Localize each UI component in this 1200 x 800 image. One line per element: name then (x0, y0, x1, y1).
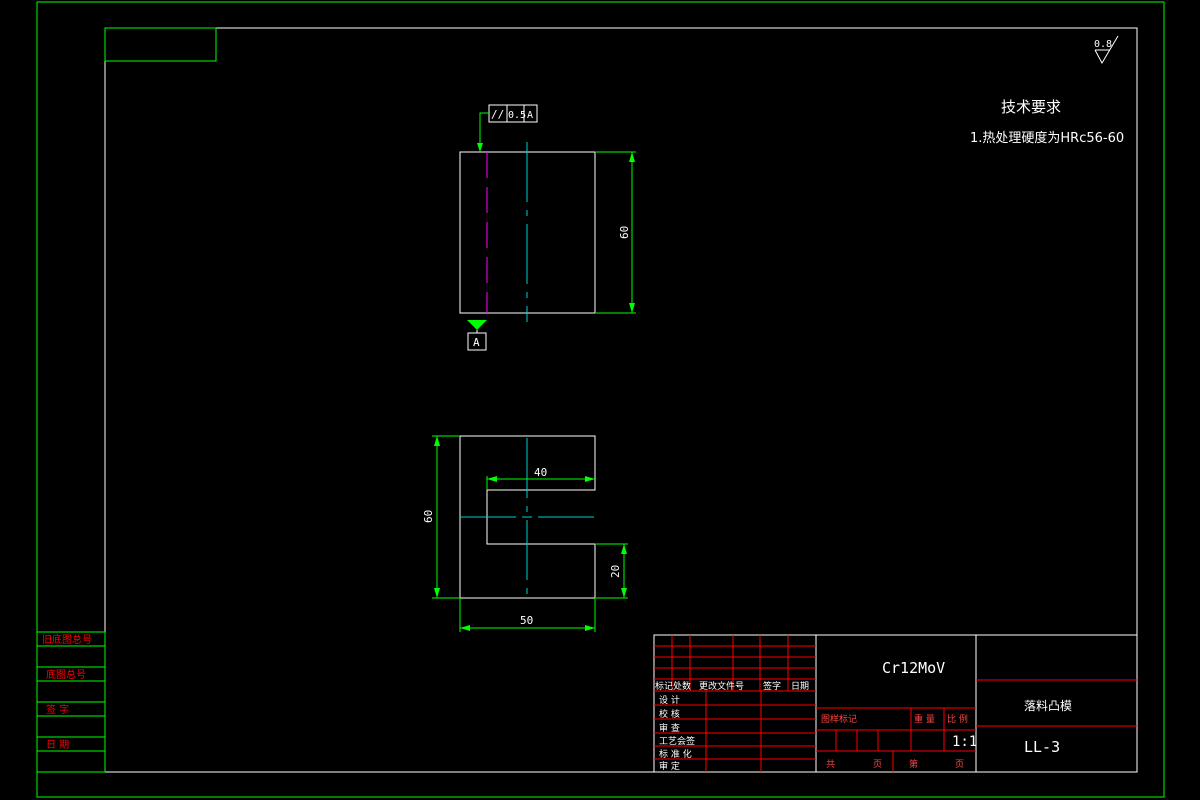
revision-header-count: 处数 (673, 680, 691, 692)
left-strip-master-number: 底图总号 (46, 668, 86, 681)
outer-border (36, 1, 1165, 798)
role-standard: 标 准 化 (659, 748, 692, 760)
front-height-dim: 60 (422, 510, 435, 523)
inner-frame (104, 27, 1138, 773)
slot-width-dim: 40 (534, 466, 547, 479)
label-scale: 比 例 (947, 713, 968, 725)
top-view-height-dim: 60 (618, 226, 631, 239)
tolerance-leader (479, 112, 489, 150)
revision-header-mark: 标记 (655, 680, 673, 692)
role-check: 校 核 (659, 708, 680, 720)
part-name: 落料凸模 (1024, 699, 1072, 713)
left-strip: 旧底图总号 底图总号 签 字 日 期 (36, 631, 106, 773)
top-view: 60 // 0.5 A A (459, 104, 636, 351)
label-total-sheets: 共 (826, 759, 835, 770)
role-approve: 审 定 (659, 760, 680, 772)
label-drawing-mark: 图样标记 (821, 713, 857, 725)
datum-triangle (467, 320, 487, 330)
width-dim: 50 (520, 614, 533, 627)
role-review: 审 查 (659, 722, 680, 734)
material: Cr12MoV (882, 659, 945, 677)
label-total-sheets-unit: 页 (873, 759, 882, 770)
label-sheet-number: 第 (909, 758, 918, 770)
left-strip-old-master-number: 旧底图总号 (42, 633, 92, 646)
front-view-outline (459, 435, 596, 599)
tolerance-symbol: // (491, 108, 504, 121)
tech-requirements-item-1: 1.热处理硬度为HRc56-60 (970, 130, 1124, 146)
top-left-code-box (104, 27, 217, 62)
label-weight: 重 量 (914, 713, 935, 725)
datum-box (467, 332, 487, 351)
tolerance-value: 0.5 (508, 110, 526, 121)
role-design: 设 计 (659, 694, 680, 706)
revision-header-signature: 签字 (763, 680, 781, 692)
left-strip-signature: 签 字 (46, 703, 69, 716)
drawing-number: LL-3 (1024, 738, 1060, 756)
revision-header-document: 更改文件号 (699, 680, 744, 692)
scale-value: 1:1 (952, 734, 977, 750)
tech-requirements-title: 技术要求 (1001, 98, 1061, 116)
tolerance-datum: A (527, 110, 533, 121)
datum-label: A (473, 336, 480, 349)
revision-header-date: 日期 (791, 681, 809, 692)
role-process: 工艺会签 (659, 735, 695, 747)
bottom-height-dim: 20 (609, 565, 622, 578)
surface-finish-value: 0.8 (1094, 39, 1112, 50)
label-sheet-number-unit: 页 (955, 759, 964, 770)
title-block: 标记 处数 更改文件号 签字 日期 设 计 校 核 审 查 工艺会签 标 准 化… (653, 634, 1138, 773)
front-view: 40 60 20 50 (422, 435, 628, 632)
surface-finish-symbol (1094, 35, 1119, 65)
left-strip-date: 日 期 (46, 739, 69, 751)
